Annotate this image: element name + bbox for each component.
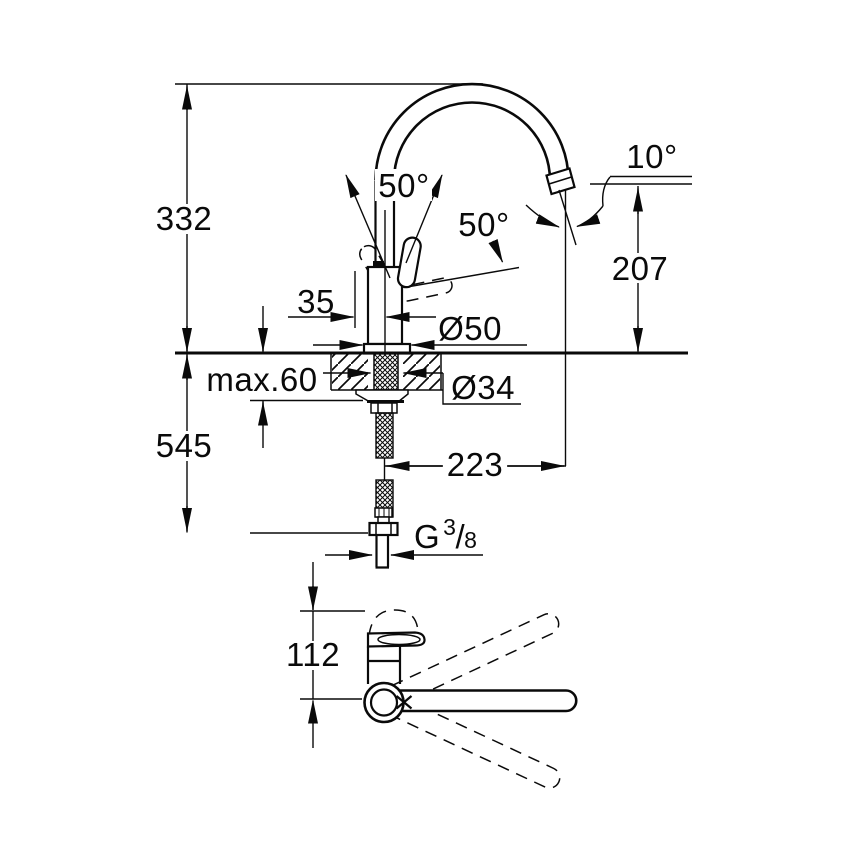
ferrule-ridges (378, 508, 390, 517)
spout-swivel-lower-dashed (392, 696, 561, 789)
top-view (300, 562, 578, 789)
mounting-nut (370, 402, 398, 414)
counter-hatch-left (332, 354, 368, 390)
threaded-shank (373, 352, 399, 391)
connection-pipe (375, 535, 390, 569)
handle-arc-dashed (368, 609, 419, 637)
dim-label-outlet-angle: 10° (626, 138, 677, 175)
dim-label-shank-diameter: Ø34 (451, 369, 515, 406)
spout-tip (545, 167, 576, 196)
dim-label-spout-reach: 223 (447, 446, 504, 483)
pivot-cross-mark (395, 695, 413, 710)
spout-arc-inner (392, 101, 552, 181)
dim-label-base-diameter: Ø50 (438, 310, 502, 347)
dim-label-handle-lift-angle: 50° (458, 206, 509, 243)
spout-bar-top-view (397, 689, 578, 713)
handle-lever (396, 236, 422, 289)
dimension-lines (175, 83, 692, 560)
body-top-view (366, 646, 402, 684)
connector-nut (368, 521, 399, 537)
spout-swivel-upper-dashed (391, 612, 560, 705)
cartridge-cap (373, 261, 384, 268)
flex-hose-upper (375, 412, 394, 459)
dim-label-outlet-height: 207 (612, 250, 669, 287)
lever-pad-detail (377, 633, 421, 646)
pivot-inner-circle (369, 688, 399, 717)
dimension-labels: 332 545 35 max.60 Ø50 Ø34 223 207 10° 50… (154, 138, 677, 673)
dim-label-handle-swing-angle: 50° (378, 167, 429, 204)
side-view (175, 82, 688, 569)
dim-label-length-below-deck: 545 (156, 427, 213, 464)
dim-label-max-counter-thickness: max.60 (206, 361, 317, 398)
connector-nut-facets (375, 523, 392, 535)
counter-hatch-right (403, 354, 440, 390)
dim-label-spout-height: 332 (156, 200, 213, 237)
spout-tip-line (548, 176, 572, 185)
mounting-nut-facets (377, 403, 393, 413)
dim-label-base-depth: 112 (286, 636, 340, 673)
dim-label-handle-offset: 35 (297, 283, 335, 320)
